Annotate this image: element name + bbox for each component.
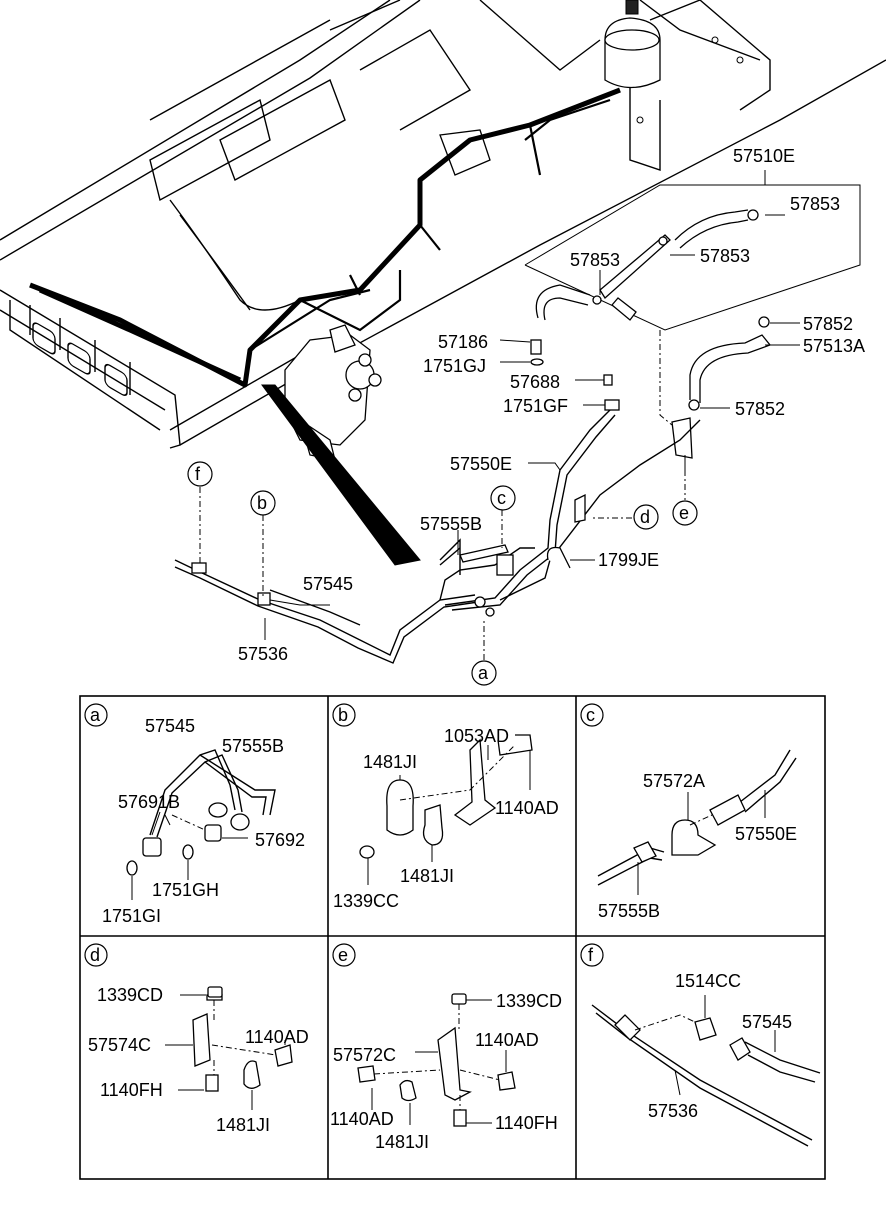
panel-d-label-1140FH: 1140FH — [100, 1080, 163, 1100]
chassis-frame — [0, 0, 886, 449]
callout-d-label: d — [640, 507, 650, 527]
panel-c-label-57555B: 57555B — [598, 901, 660, 921]
callout-e-label: e — [679, 503, 689, 523]
callout-c: c — [490, 485, 516, 511]
panel-c: c 57572A 57550E 57555B — [580, 703, 797, 921]
panel-b-label-1053AD: 1053AD — [444, 726, 509, 746]
panel-c-label-57550E: 57550E — [735, 824, 797, 844]
panel-a: a 57545 57555B 57691B 57692 1751GH 1751G… — [84, 703, 305, 926]
callout-a-label: a — [478, 663, 489, 683]
callout-b: b — [250, 490, 276, 516]
label-57852-top: 57852 — [803, 314, 853, 334]
label-57555B: 57555B — [420, 514, 482, 534]
panel-b-label-1339CC: 1339CC — [333, 891, 399, 911]
panel-a-label-57692: 57692 — [255, 830, 305, 850]
label-57510E: 57510E — [733, 146, 795, 166]
label-57853-left: 57853 — [570, 250, 620, 270]
reservoir — [604, 0, 661, 89]
panel-f-label-1514CC: 1514CC — [675, 971, 741, 991]
label-57545: 57545 — [303, 574, 353, 594]
panel-a-label-57545: 57545 — [145, 716, 195, 736]
panel-b-label-1481JI-bottom: 1481JI — [400, 866, 454, 886]
panel-b: b 1053AD 1481JI 1140AD 1481JI 1339CC — [332, 703, 559, 911]
panel-f: f 1514CC 57545 57536 — [580, 943, 821, 1147]
callout-e: e — [672, 500, 698, 526]
label-57852-bottom: 57852 — [735, 399, 785, 419]
panel-d-label-57574C: 57574C — [88, 1035, 151, 1055]
panel-a-id: a — [90, 705, 101, 725]
panel-b-id: b — [338, 705, 348, 725]
label-57688: 57688 — [510, 372, 560, 392]
panel-f-id: f — [588, 945, 594, 965]
hose-routing — [29, 87, 621, 566]
panel-f-label-57545: 57545 — [742, 1012, 792, 1032]
panel-a-label-1751GH: 1751GH — [152, 880, 219, 900]
panel-e-label-1339CD: 1339CD — [496, 991, 562, 1011]
label-1751GJ: 1751GJ — [423, 356, 486, 376]
panel-d-label-1140AD: 1140AD — [245, 1027, 309, 1047]
panel-d-label-1339CD: 1339CD — [97, 985, 163, 1005]
detail-panel-grid — [79, 695, 826, 1180]
panel-b-label-1140AD: 1140AD — [495, 798, 559, 818]
panel-e-id: e — [338, 945, 348, 965]
callout-d: d — [633, 504, 659, 530]
panel-e-label-1140FH: 1140FH — [495, 1113, 558, 1133]
panel-e-label-1140AD-right: 1140AD — [475, 1030, 539, 1050]
callout-c-label: c — [497, 488, 506, 508]
panel-d-label-1481JI: 1481JI — [216, 1115, 270, 1135]
callout-f-label: f — [195, 464, 201, 484]
label-57186: 57186 — [438, 332, 488, 352]
panel-a-label-1751GI: 1751GI — [102, 906, 161, 926]
panel-e-label-1140AD-left: 1140AD — [330, 1109, 394, 1129]
label-1751GF: 1751GF — [503, 396, 568, 416]
panel-d: d 1339CD 57574C 1140AD 1140FH 1481JI — [84, 943, 309, 1135]
panel-a-label-57691B: 57691B — [118, 792, 180, 812]
panel-b-label-1481JI-top: 1481JI — [363, 752, 417, 772]
label-57536: 57536 — [238, 644, 288, 664]
panel-c-label-57572A: 57572A — [643, 771, 705, 791]
label-57853-mid: 57853 — [700, 246, 750, 266]
label-1799JE: 1799JE — [598, 550, 659, 570]
return-hose-assembly — [524, 170, 861, 500]
panel-f-label-57536: 57536 — [648, 1101, 698, 1121]
label-57853-top: 57853 — [790, 194, 840, 214]
lower-pipes — [174, 339, 701, 664]
label-57550E: 57550E — [450, 454, 512, 474]
label-57513A: 57513A — [803, 336, 865, 356]
panel-e: e 1339CD 57572C 1140AD 1140AD 1481JI 114… — [330, 943, 562, 1152]
panel-c-id: c — [586, 705, 595, 725]
panel-a-label-57555B: 57555B — [222, 736, 284, 756]
callout-f: f — [187, 461, 213, 487]
panel-e-label-57572C: 57572C — [333, 1045, 396, 1065]
panel-e-label-1481JI: 1481JI — [375, 1132, 429, 1152]
callout-b-label: b — [257, 493, 267, 513]
panel-d-id: d — [90, 945, 100, 965]
callout-a: a — [471, 660, 497, 686]
leader-lines — [199, 214, 800, 660]
